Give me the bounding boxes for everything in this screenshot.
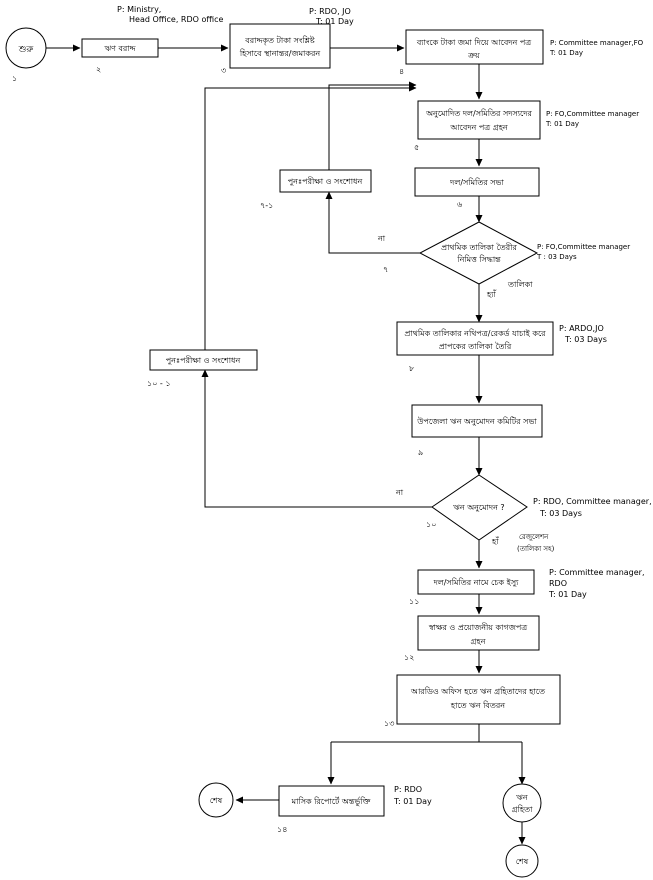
step-5-time: T: 01 Day bbox=[545, 120, 579, 128]
step-3-line1: বরাদ্দকৃত টাকা সংশ্লিষ্ট bbox=[244, 35, 315, 45]
step-number-6: ৬ bbox=[457, 200, 462, 209]
step-number-2: ২ bbox=[96, 65, 101, 74]
step-10-1-box[interactable]: পুনঃপরীক্ষা ও সংশোধন bbox=[149, 349, 258, 371]
step-number-1: ১ bbox=[12, 74, 17, 83]
step-11-time: T: 01 Day bbox=[548, 590, 587, 599]
step-number-3: ৩ bbox=[221, 66, 226, 75]
step-10-yes-note-1: রেজুলেশন bbox=[519, 533, 549, 541]
start-label: শুরু bbox=[18, 45, 35, 55]
step-10-yes-label: হাঁ bbox=[491, 536, 500, 546]
step-8-line2: প্রাপকের তালিকা তৈরি bbox=[439, 342, 512, 351]
step-7-1-label: পুনঃপরীক্ষা ও সংশোধন bbox=[288, 176, 363, 186]
step-number-8: ৮ bbox=[409, 364, 415, 373]
step-5-line1: অনুমোদিত দল/সমিতির সদস্যদের bbox=[425, 109, 532, 118]
step-6-label: দল/সমিতির সভা bbox=[449, 178, 504, 187]
step-3-persons: P: RDO, JO bbox=[309, 7, 351, 16]
connector-7-1-to-5 bbox=[328, 81, 417, 170]
step-4-line2: ক্রয় bbox=[467, 51, 480, 60]
step-2-label: ঋণ বরাদ্দ bbox=[104, 44, 136, 53]
borrower-node[interactable]: ঋন গ্রহিতা bbox=[502, 783, 542, 823]
step-10-1-label: পুনঃপরীক্ষা ও সংশোধন bbox=[166, 355, 241, 365]
step-2-persons-2: Head Office, RDO office bbox=[129, 15, 223, 24]
step-9-box[interactable]: উপজেলা ঋন অনুমোদন কমিটির সভা bbox=[411, 404, 543, 438]
step-number-13: ১৩ bbox=[384, 719, 394, 728]
step-13-line2: হাতে ঋন বিতরন bbox=[450, 701, 505, 710]
step-8-persons: P: ARDO,JO bbox=[559, 324, 604, 333]
connector-7-no-to-7-1 bbox=[325, 191, 420, 254]
step-14-persons: P: RDO bbox=[394, 785, 422, 794]
step-7-line1: প্রাথমিক তালিকা তৈরীর bbox=[441, 242, 517, 252]
step-7-line2: নিমিত্ত সিদ্ধান্ত bbox=[456, 255, 501, 264]
borrower-line2: গ্রহিতা bbox=[512, 805, 533, 814]
step-number-14: ১৪ bbox=[277, 825, 287, 834]
step-13-box[interactable]: আরডিও অফিস হতে ঋন গ্রহিতাদের হাতে হাতে ঋ… bbox=[396, 674, 561, 725]
step-10-no-label: না bbox=[395, 488, 404, 497]
step-number-7: ৭ bbox=[383, 265, 388, 274]
borrower-line1: ঋন bbox=[516, 793, 528, 802]
connector-10-1-to-5 bbox=[204, 84, 417, 350]
end-node-2[interactable]: শেষ bbox=[505, 844, 539, 878]
step-2-box[interactable]: ঋণ বরাদ্দ bbox=[81, 38, 159, 58]
step-11-box[interactable]: দল/সমিতির নামে চেক ইস্যু bbox=[417, 569, 535, 595]
step-3-line2: হিসাবে স্থানান্তর/জমাকরন bbox=[239, 49, 321, 58]
step-14-label: মাসিক রিপোর্টে অন্তর্ভুক্তি bbox=[291, 796, 371, 806]
step-11-label: দল/সমিতির নামে চেক ইস্যু bbox=[433, 578, 520, 587]
step-number-7-1: ৭-১ bbox=[260, 201, 273, 210]
step-2-persons: P: Ministry, bbox=[117, 5, 161, 14]
step-3-time: T: 01 Day bbox=[315, 17, 354, 26]
step-9-label: উপজেলা ঋন অনুমোদন কমিটির সভা bbox=[416, 416, 537, 426]
step-14-box[interactable]: মাসিক রিপোর্টে অন্তর্ভুক্তি bbox=[278, 785, 385, 817]
step-12-line1: স্বাক্ষর ও প্রয়োজনীয় কাগজপত্র bbox=[428, 622, 527, 632]
step-6-box[interactable]: দল/সমিতির সভা bbox=[414, 167, 540, 197]
step-number-9: ৯ bbox=[418, 448, 423, 457]
end-node-1[interactable]: শেষ bbox=[198, 782, 234, 818]
step-14-time: T: 01 Day bbox=[393, 797, 432, 806]
step-12-line2: গ্রহন bbox=[471, 637, 486, 646]
step-10-time: T: 03 Days bbox=[539, 509, 582, 518]
step-7-time: T : 03 Days bbox=[536, 253, 577, 261]
step-10-decision[interactable]: ঋন অনুমোদন ? bbox=[431, 474, 528, 541]
step-number-4: ৪ bbox=[399, 67, 404, 76]
step-number-12: ১২ bbox=[404, 653, 414, 662]
step-4-persons: P: Committee manager,FO bbox=[550, 39, 644, 47]
step-7-no-label: না bbox=[377, 234, 386, 243]
step-7-persons: P: FO,Committee manager bbox=[537, 243, 630, 251]
step-number-11: ১১ bbox=[409, 597, 419, 606]
step-4-box[interactable]: ব্যাংকে টাকা জমা দিয়ে আবেদন পত্র ক্রয় bbox=[405, 29, 544, 65]
step-number-10: ১০ bbox=[426, 520, 436, 529]
end-2-label: শেষ bbox=[516, 857, 529, 866]
step-5-box[interactable]: অনুমোদিত দল/সমিতির সদস্যদের আবেদন পত্র গ… bbox=[417, 100, 541, 140]
step-10-label: ঋন অনুমোদন ? bbox=[453, 503, 504, 512]
connector-10-no-to-10-1 bbox=[201, 369, 432, 508]
step-10-yes-note-2: (তালিকা সহ) bbox=[517, 545, 555, 553]
connectors bbox=[46, 44, 526, 845]
step-12-box[interactable]: স্বাক্ষর ও প্রয়োজনীয় কাগজপত্র গ্রহন bbox=[417, 615, 540, 651]
step-8-line1: প্রাথমিক তালিকার নথিপত্র/রেকর্ড যাচাই কর… bbox=[404, 329, 546, 338]
step-4-line1: ব্যাংকে টাকা জমা দিয়ে আবেদন পত্র bbox=[416, 37, 531, 47]
step-7-1-box[interactable]: পুনঃপরীক্ষা ও সংশোধন bbox=[279, 169, 372, 193]
start-node[interactable]: শুরু bbox=[5, 27, 47, 69]
step-number-5: ৫ bbox=[414, 143, 419, 152]
step-7-yes-label: হ্যাঁ bbox=[486, 289, 497, 299]
step-4-time: T: 01 Day bbox=[549, 49, 583, 57]
step-7-decision[interactable]: প্রাথমিক তালিকা তৈরীর নিমিত্ত সিদ্ধান্ত bbox=[418, 221, 539, 285]
step-8-box[interactable]: প্রাথমিক তালিকার নথিপত্র/রেকর্ড যাচাই কর… bbox=[396, 321, 554, 356]
step-3-box[interactable]: বরাদ্দকৃত টাকা সংশ্লিষ্ট হিসাবে স্থানান্… bbox=[229, 23, 331, 69]
step-5-persons: P: FO,Committee manager bbox=[546, 110, 639, 118]
end-1-label: শেষ bbox=[210, 796, 223, 805]
step-11-persons: P: Committee manager, bbox=[549, 568, 645, 577]
step-number-10-1: ১০ - ১ bbox=[147, 379, 171, 388]
step-11-persons-2: RDO bbox=[549, 579, 567, 588]
step-13-line1: আরডিও অফিস হতে ঋন গ্রহিতাদের হাতে bbox=[410, 687, 546, 696]
step-10-persons: P: RDO, Committee manager, bbox=[533, 497, 652, 506]
step-5-line2: আবেদন পত্র গ্রহন bbox=[449, 123, 508, 132]
step-8-time: T: 03 Days bbox=[564, 335, 607, 344]
step-7-yes-note: তালিকা bbox=[507, 280, 533, 289]
